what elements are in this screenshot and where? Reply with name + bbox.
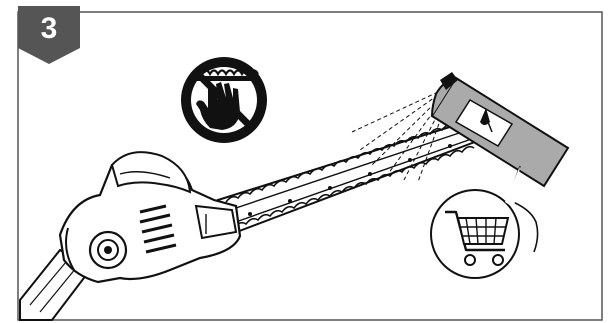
prohibition-hand-on-blade-icon: [181, 57, 267, 143]
hedge-trimmer-illustration: [20, 152, 240, 320]
step-badge: 3: [18, 6, 80, 64]
step-number: 3: [41, 12, 58, 45]
spray-can-icon: [432, 72, 568, 186]
shopping-cart-callout: [431, 166, 538, 278]
